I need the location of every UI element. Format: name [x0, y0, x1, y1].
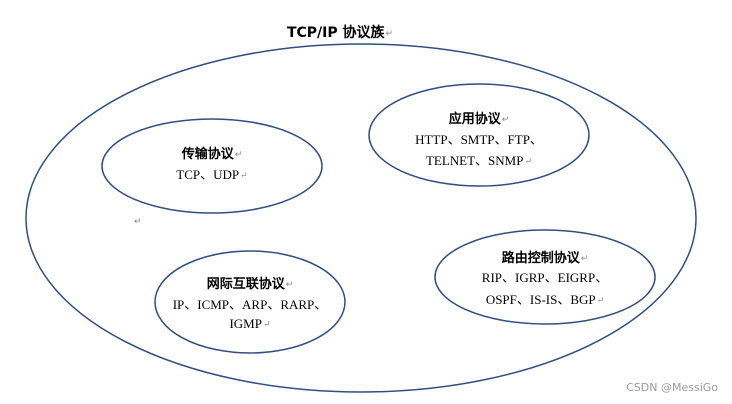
internet-heading: 网际互联协议↵: [206, 277, 294, 292]
application-line-2: TELNET、SNMP↵: [425, 153, 533, 168]
transport-heading: 传输协议↵: [181, 147, 243, 162]
ellipse-internet: [154, 250, 346, 354]
application-heading: 应用协议↵: [448, 112, 510, 127]
routing-line-2: OSPF、IS-IS、BGP↵: [485, 292, 605, 307]
routing-heading: 路由控制协议↵: [501, 251, 589, 266]
routing-line-1: RIP、IGRP、EIGRP、: [481, 270, 609, 285]
ellipse-application: [368, 83, 590, 187]
internet-line-2: IGMP↵: [229, 316, 271, 331]
transport-line-1: TCP、UDP↵: [176, 167, 248, 182]
stray-paragraph-mark: ↵: [134, 217, 142, 227]
internet-line-1: IP、ICMP、ARP、RARP、: [172, 297, 328, 312]
watermark: CSDN @MessiGo: [626, 381, 718, 394]
diagram-title: TCP/IP 协议族↵: [286, 25, 394, 41]
outer-ellipse-tcpip-family: [25, 43, 697, 393]
ellipse-routing: [434, 229, 656, 325]
application-line-1: HTTP、SMTP、FTP、: [415, 132, 543, 147]
ellipse-transport: [101, 118, 323, 214]
